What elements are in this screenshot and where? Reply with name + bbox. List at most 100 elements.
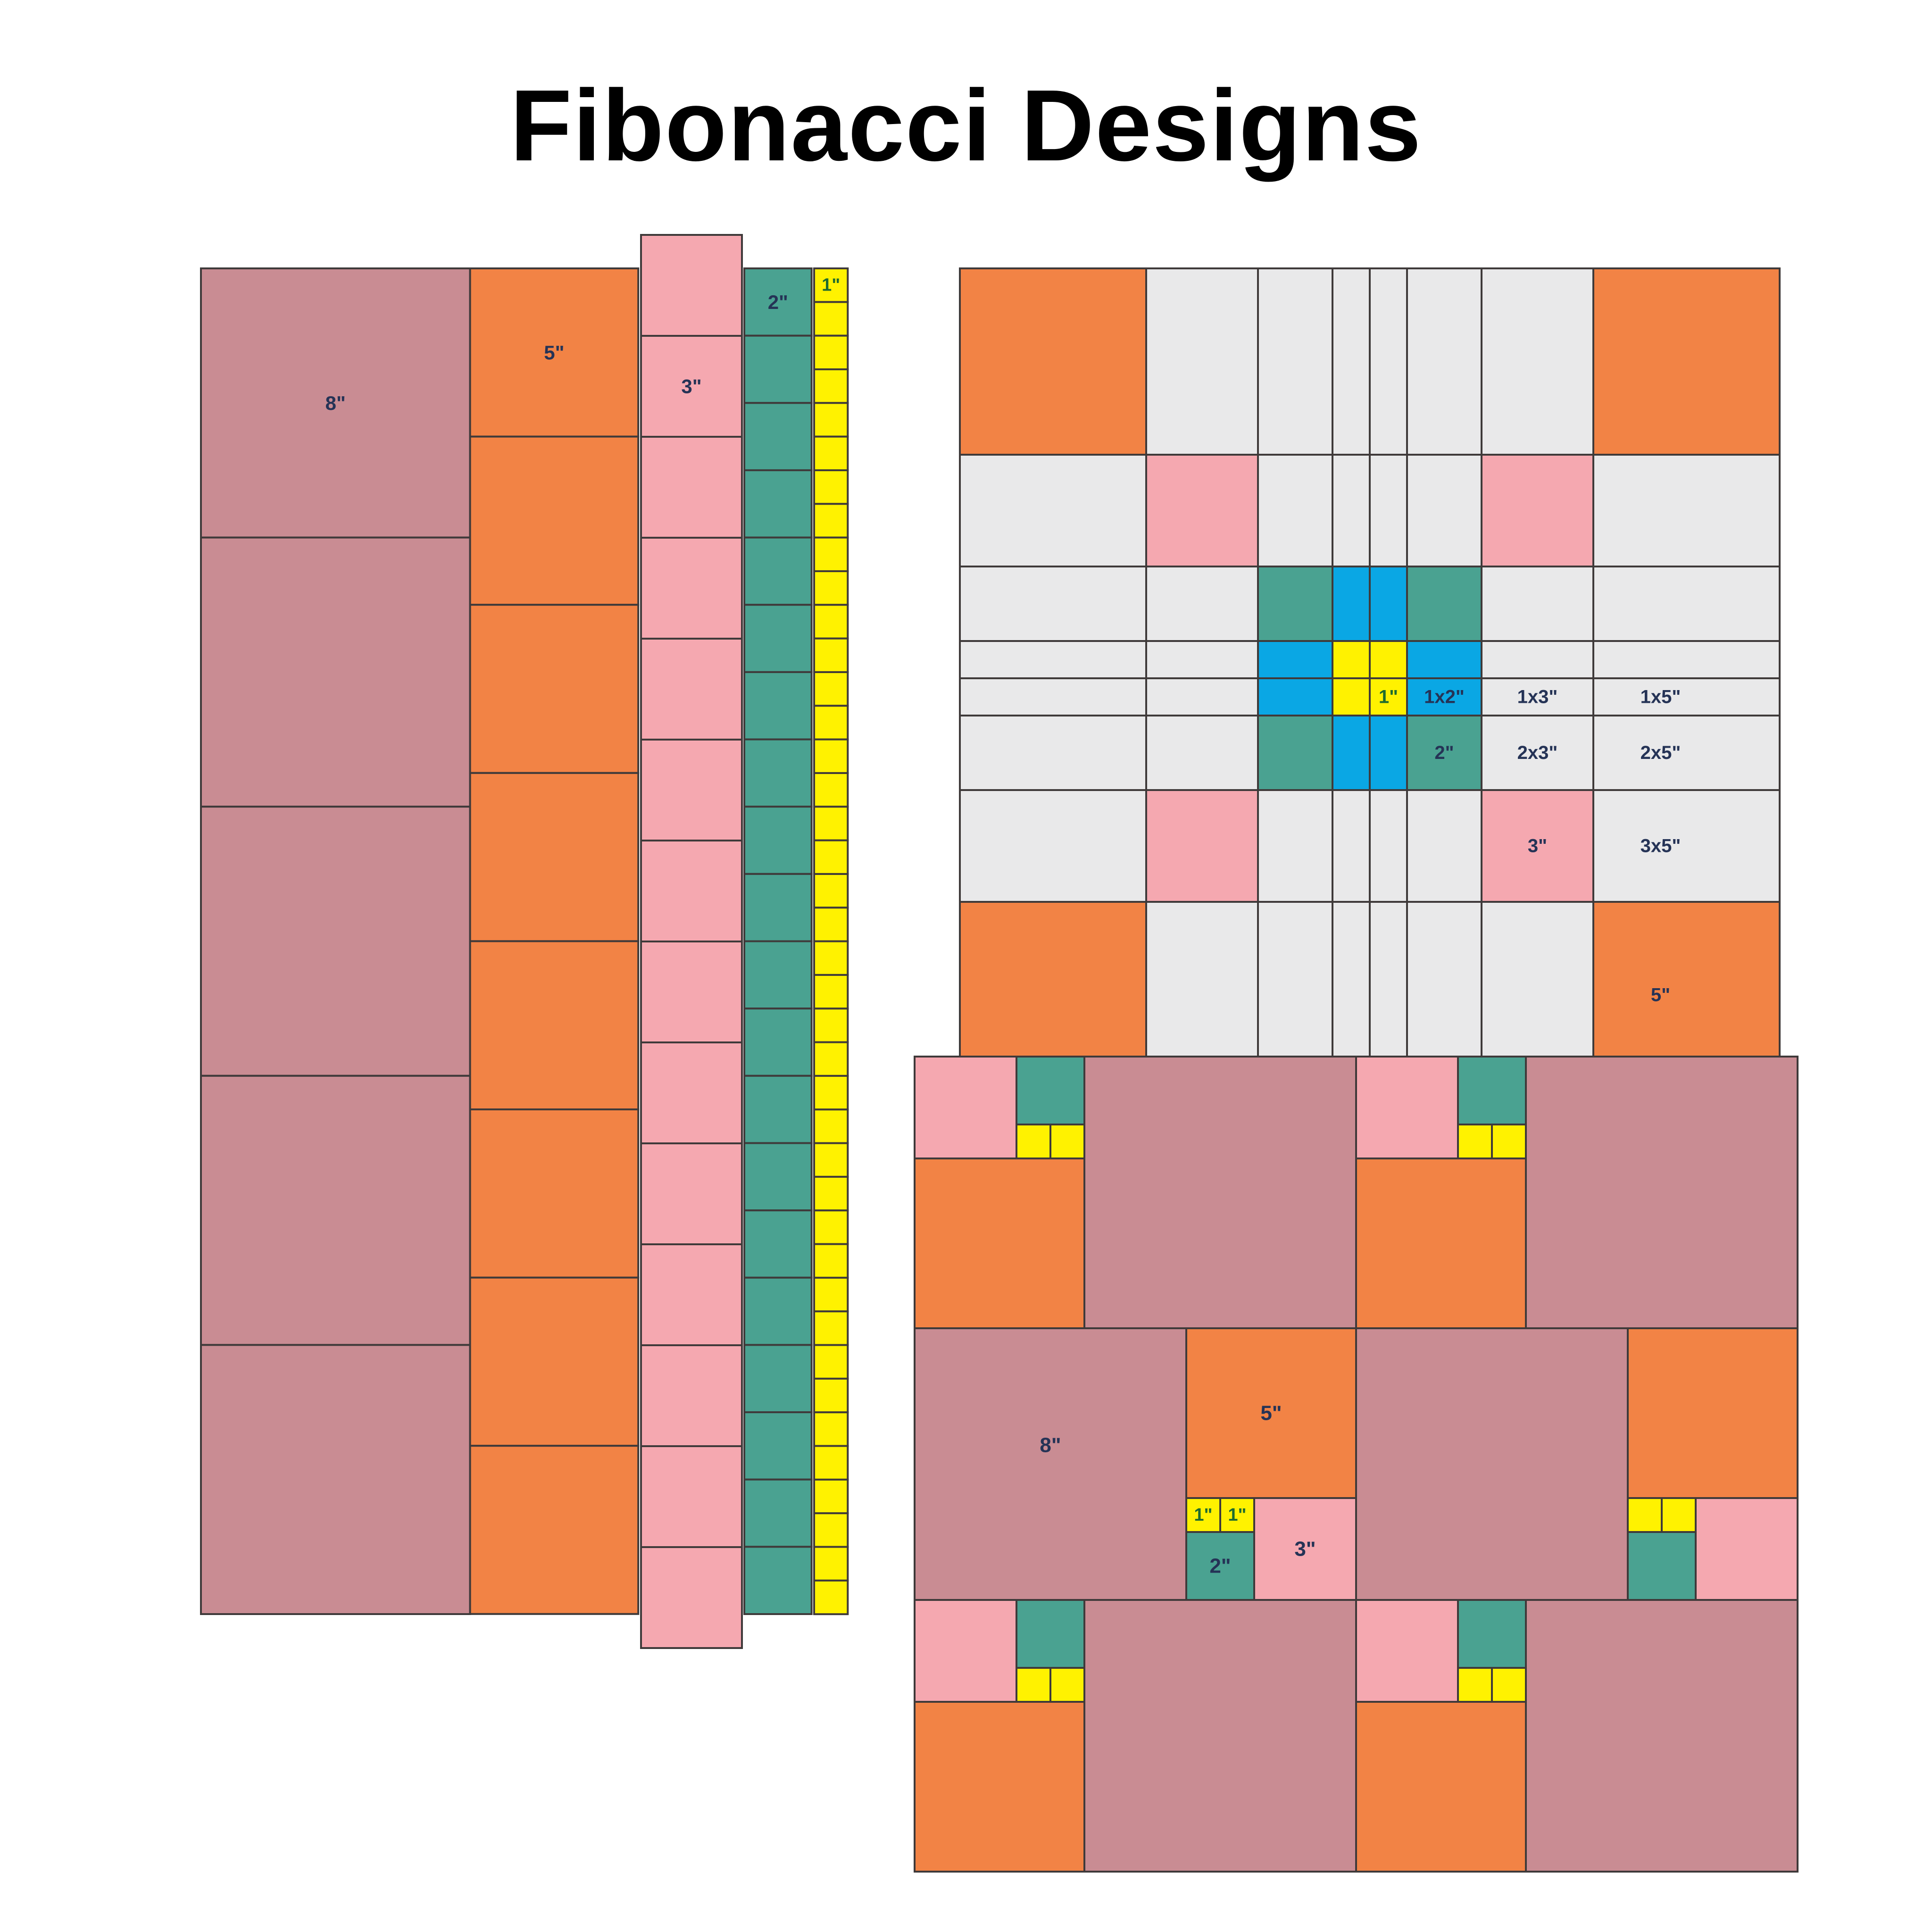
quilt-piece-teal: [743, 469, 813, 539]
page-title: Fibonacci Designs: [510, 68, 1422, 182]
quilt-piece-gray: [1481, 640, 1594, 679]
quilt-piece-gray: [1592, 677, 1781, 716]
quilt-piece-pink: [640, 638, 743, 741]
quilt-piece-yellow: [813, 368, 849, 404]
quilt-piece-orange: [469, 435, 640, 606]
quilt-piece-yellow: [1457, 1124, 1493, 1159]
quilt-piece-teal: [743, 1411, 813, 1481]
quilt-piece-yellow: [813, 570, 849, 606]
quilt-piece-yellow: [813, 604, 849, 640]
quilt-piece-yellow: [813, 1377, 849, 1414]
quilt-piece-gray: [1481, 267, 1594, 456]
quilt-piece-yellow: [813, 839, 849, 875]
quilt-piece-teal: [1406, 566, 1482, 642]
quilt-piece-gray: [1406, 454, 1482, 567]
size-label: 8": [1040, 1434, 1061, 1457]
quilt-piece-teal: [743, 671, 813, 741]
quilt-piece-pink: [1355, 1599, 1459, 1703]
quilt-piece-blue: [1332, 715, 1371, 791]
quilt-piece-yellow: [813, 1243, 849, 1279]
quilt-piece-yellow: [813, 301, 849, 337]
quilt-piece-yellow: [813, 974, 849, 1010]
size-label: 3x5": [1641, 836, 1681, 857]
quilt-piece-yellow: [813, 907, 849, 942]
quilt-piece-gray: [1406, 789, 1482, 903]
quilt-piece-blue: [1332, 566, 1371, 642]
quilt-piece-teal: [743, 940, 813, 1010]
quilt-piece-orange: [959, 267, 1147, 456]
quilt-piece-orange: [469, 940, 640, 1111]
quilt-piece-gray: [1145, 677, 1259, 716]
quilt-piece-teal: [743, 738, 813, 808]
quilt-piece-yellow: [1016, 1124, 1051, 1159]
size-label: 3": [1294, 1538, 1316, 1561]
quilt-piece-mauve: [1525, 1599, 1799, 1873]
quilt-piece-gray: [959, 715, 1147, 791]
size-label: 1": [822, 275, 840, 295]
quilt-piece-teal: [743, 402, 813, 471]
quilt-piece-mauve: [200, 806, 471, 1077]
quilt-piece-gray: [1592, 640, 1781, 679]
quilt-piece-yellow: [813, 1142, 849, 1178]
fibonacci-block-rotated: [914, 1056, 1357, 1329]
quilt-piece-pink: [1481, 454, 1594, 567]
quilt-piece-gray: [1369, 267, 1408, 456]
size-label: 2": [768, 291, 788, 313]
size-label: 2": [1434, 742, 1454, 763]
size-label: 3": [681, 375, 701, 398]
quilt-piece-gray: [1592, 454, 1781, 567]
quilt-piece-yellow: [813, 1579, 849, 1616]
quilt-piece-mauve: [200, 536, 471, 808]
quilt-piece-pink: [640, 234, 743, 337]
fibonacci-block-rotated: [1355, 1599, 1799, 1873]
quilt-piece-yellow: [1049, 1667, 1085, 1703]
quilt-piece-gray: [1369, 789, 1408, 903]
quilt-piece-orange: [469, 267, 640, 438]
quilt-piece-pink: [640, 840, 743, 942]
quilt-piece-teal: [743, 1344, 813, 1414]
quilt-piece-teal: [743, 806, 813, 875]
quilt-piece-teal: [1406, 715, 1482, 791]
quilt-piece-blue: [1257, 640, 1333, 679]
quilt-piece-mauve: [200, 1344, 471, 1615]
size-label: 2": [1209, 1555, 1231, 1578]
quilt-piece-gray: [1145, 267, 1259, 456]
quilt-piece-pink: [640, 1546, 743, 1649]
quilt-piece-gray: [1592, 789, 1781, 903]
quilt-piece-pink: [640, 335, 743, 438]
quilt-piece-yellow: [1627, 1497, 1663, 1533]
quilt-piece-pink: [640, 436, 743, 539]
quilt-piece-pink: [640, 1142, 743, 1245]
size-label: 2x5": [1641, 742, 1681, 763]
quilt-piece-yellow: [1332, 677, 1371, 716]
quilt-piece-teal: [1016, 1056, 1085, 1125]
strip-columns-design: 8"5"3"2"1": [200, 234, 849, 1649]
quilt-piece-blue: [1257, 677, 1333, 716]
quilt-piece-yellow: [813, 435, 849, 471]
quilt-piece-gray: [1332, 454, 1371, 567]
fibonacci-blocks-design: 8"5"1"1"2"3": [914, 1056, 1799, 1873]
quilt-piece-teal: [743, 1276, 813, 1346]
quilt-piece-orange: [469, 604, 640, 774]
quilt-piece-yellow: [813, 469, 849, 505]
quilt-piece-teal: [1257, 566, 1333, 642]
quilt-piece-teal: [1185, 1531, 1255, 1601]
quilt-piece-teal: [1257, 715, 1333, 791]
quilt-piece-yellow: [813, 873, 849, 909]
quilt-piece-pink: [914, 1599, 1017, 1703]
quilt-piece-gray: [1592, 715, 1781, 791]
quilt-piece-mauve: [200, 267, 471, 539]
quilt-piece-yellow: [1016, 1667, 1051, 1703]
quilt-piece-teal: [743, 873, 813, 942]
quilt-piece-yellow: [813, 738, 849, 774]
quilt-piece-blue: [1369, 715, 1408, 791]
quilt-piece-pink: [1253, 1497, 1357, 1601]
quilt-piece-yellow: [813, 1445, 849, 1481]
quilt-piece-yellow: [1185, 1497, 1221, 1533]
size-label: 1x5": [1641, 687, 1681, 708]
quilt-piece-gray: [1481, 677, 1594, 716]
quilt-piece-yellow: [813, 1108, 849, 1144]
fibonacci-block-rotated: [914, 1599, 1357, 1873]
quilt-piece-pink: [1145, 789, 1259, 903]
